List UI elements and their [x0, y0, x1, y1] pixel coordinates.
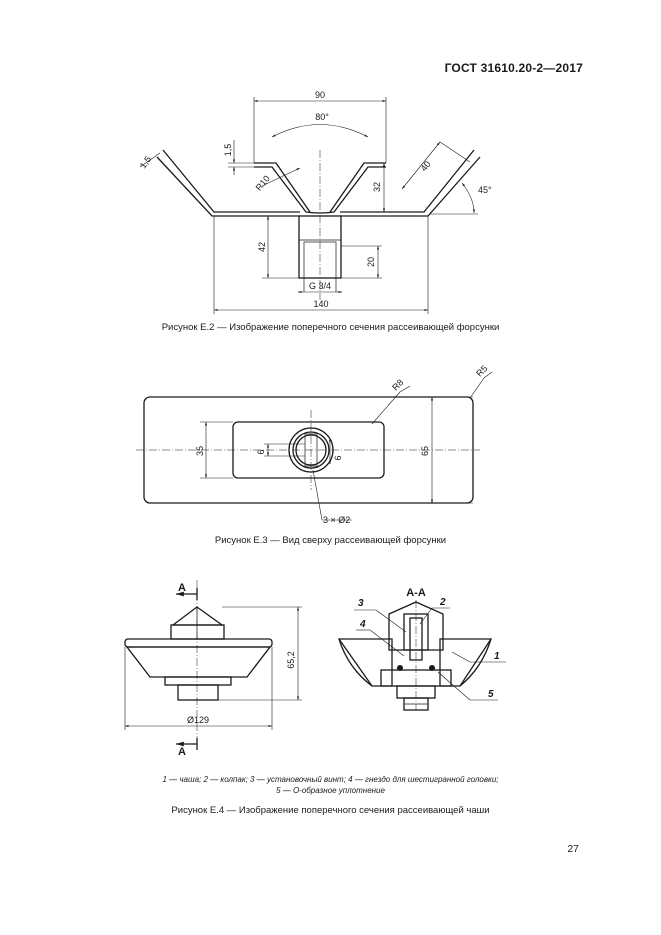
- dim-1-5-vertical: 1,5: [223, 144, 233, 157]
- dim-3x-d2: 3 × Ø2: [323, 515, 350, 525]
- page-number: 27: [567, 843, 579, 855]
- dim-20: 20: [366, 257, 376, 267]
- dim-1-5-diagonal: 1,5: [138, 154, 153, 170]
- dim-g34: G 3/4: [309, 281, 331, 291]
- callout-3: 3: [358, 598, 364, 609]
- dim-32: 32: [372, 182, 382, 192]
- section-a-label-top: A: [178, 582, 186, 594]
- document-code: ГОСТ 31610.20-2—2017: [444, 61, 583, 75]
- caption-figure-e4: Рисунок Е.4 — Изображение поперечного се…: [171, 805, 490, 816]
- dim-6-right: 6: [333, 455, 343, 460]
- section-aa-label: A-A: [406, 587, 426, 599]
- dim-35: 35: [195, 446, 205, 456]
- dim-80deg: 80°: [315, 112, 329, 122]
- caption-figure-e3: Рисунок Е.3 — Вид сверху рассеивающей фо…: [214, 535, 447, 546]
- callout-5: 5: [488, 689, 494, 700]
- dim-r10: R10: [254, 174, 272, 193]
- figure-e2-drawing: 90 80° 1,5 1,5 R10 32 40 45° 42 20 G 3/4…: [138, 90, 492, 314]
- dim-42: 42: [257, 242, 267, 252]
- figure-e4-side-view: A A 65,2 Ø129: [124, 580, 302, 758]
- dim-140: 140: [313, 299, 328, 309]
- dim-65-2: 65,2: [286, 651, 296, 669]
- dim-45deg: 45°: [478, 185, 492, 195]
- dim-90: 90: [315, 90, 325, 100]
- caption-figure-e2: Рисунок Е.2 — Изображение поперечного се…: [161, 322, 500, 333]
- legend-line-2: 5 — O-образное уплотнение: [276, 786, 385, 795]
- callout-2: 2: [439, 597, 446, 608]
- legend-line-1: 1 — чаша; 2 — колпак; 3 — установочный в…: [162, 775, 499, 784]
- dim-6-left: 6: [256, 449, 266, 454]
- figure-e4-section-aa: A-A 3 2 4 1 5: [337, 587, 506, 711]
- dim-r5: R5: [474, 363, 489, 378]
- dim-65: 65: [420, 446, 430, 456]
- callout-1: 1: [494, 651, 500, 662]
- section-a-label-bottom: A: [178, 746, 186, 758]
- dim-d129: Ø129: [187, 715, 209, 725]
- dim-40: 40: [419, 159, 433, 173]
- figure-e3-drawing: 35 65 6 6 R8 R5 3 × Ø2: [136, 363, 493, 525]
- callout-4: 4: [359, 619, 366, 630]
